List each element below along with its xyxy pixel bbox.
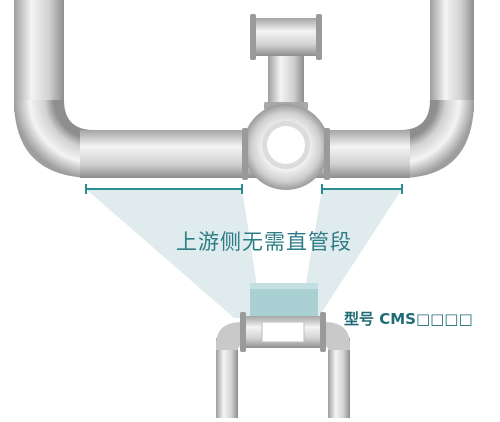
top-tee-pipe <box>250 18 322 56</box>
junction-flange-right <box>324 128 330 180</box>
right-vertical-pipe <box>430 0 474 112</box>
sensor-top-shade <box>250 283 318 289</box>
lower-right-pipe <box>328 338 350 418</box>
left-vertical-pipe <box>14 0 64 112</box>
top-tee-cap-left <box>250 14 256 60</box>
top-tee-cap-right <box>316 14 322 60</box>
right-elbow <box>400 100 474 178</box>
lower-left-elbow <box>216 322 242 350</box>
lower-left-pipe <box>216 338 238 418</box>
left-elbow <box>14 100 94 178</box>
sensor-flange-right <box>320 312 326 352</box>
model-label: 型号 CMS□□□□ <box>344 310 473 328</box>
upstream-label: 上游侧无需直管段 <box>176 230 352 254</box>
junction-ring-inner <box>267 126 305 164</box>
lower-right-elbow <box>324 322 350 350</box>
upstream-region-right <box>300 189 402 318</box>
left-dimension-bracket <box>85 184 243 194</box>
sensor-flange-left <box>240 312 246 352</box>
junction-flange-left <box>242 128 248 180</box>
upstream-region-left <box>86 189 262 318</box>
sensor-window <box>261 321 305 343</box>
right-dimension-bracket <box>321 184 403 194</box>
